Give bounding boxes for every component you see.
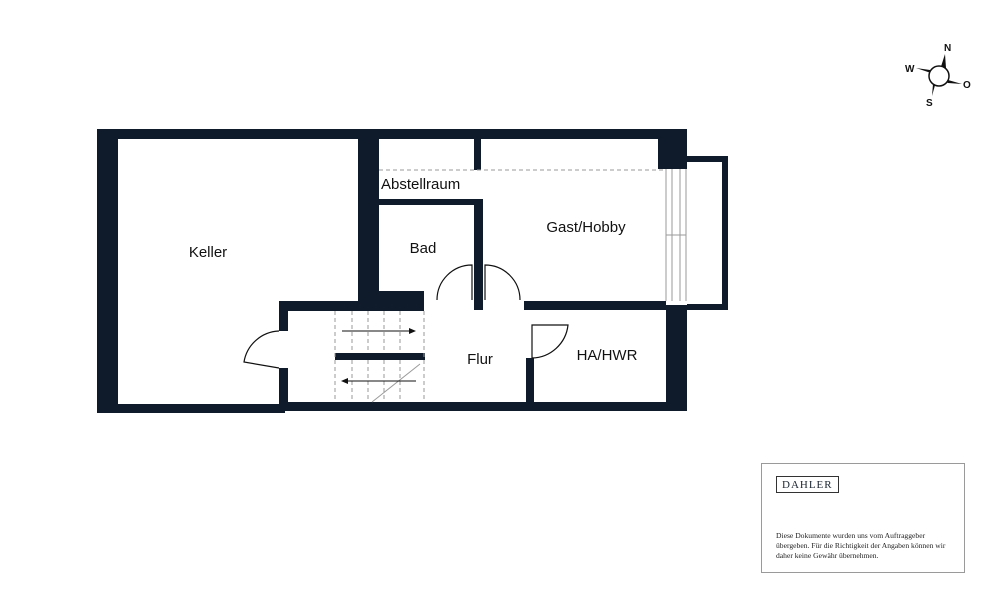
compass-east: O: [963, 80, 971, 91]
room-label-flur: Flur: [467, 351, 493, 368]
room-label-bad: Bad: [410, 240, 437, 257]
disclaimer-box: DAHLER Diese Dokumente wurden uns vom Au…: [761, 463, 965, 573]
room-label-gast-hobby: Gast/Hobby: [546, 219, 626, 236]
stair-arrows: [341, 328, 416, 384]
bay-window: [665, 156, 728, 310]
walls: [97, 129, 687, 413]
room-label-keller: Keller: [189, 244, 227, 261]
room-label-ha-hwr: HA/HWR: [577, 347, 638, 364]
compass-rose: N W O S: [905, 43, 971, 109]
room-label-abstellraum: Abstellraum: [381, 176, 460, 193]
disclaimer-text: Diese Dokumente wurden uns vom Auftragge…: [776, 531, 946, 560]
compass-north: N: [944, 43, 951, 54]
doors: [243, 264, 569, 369]
compass-south: S: [926, 98, 933, 109]
dahler-logo: DAHLER: [776, 476, 839, 493]
compass-west: W: [905, 64, 915, 75]
